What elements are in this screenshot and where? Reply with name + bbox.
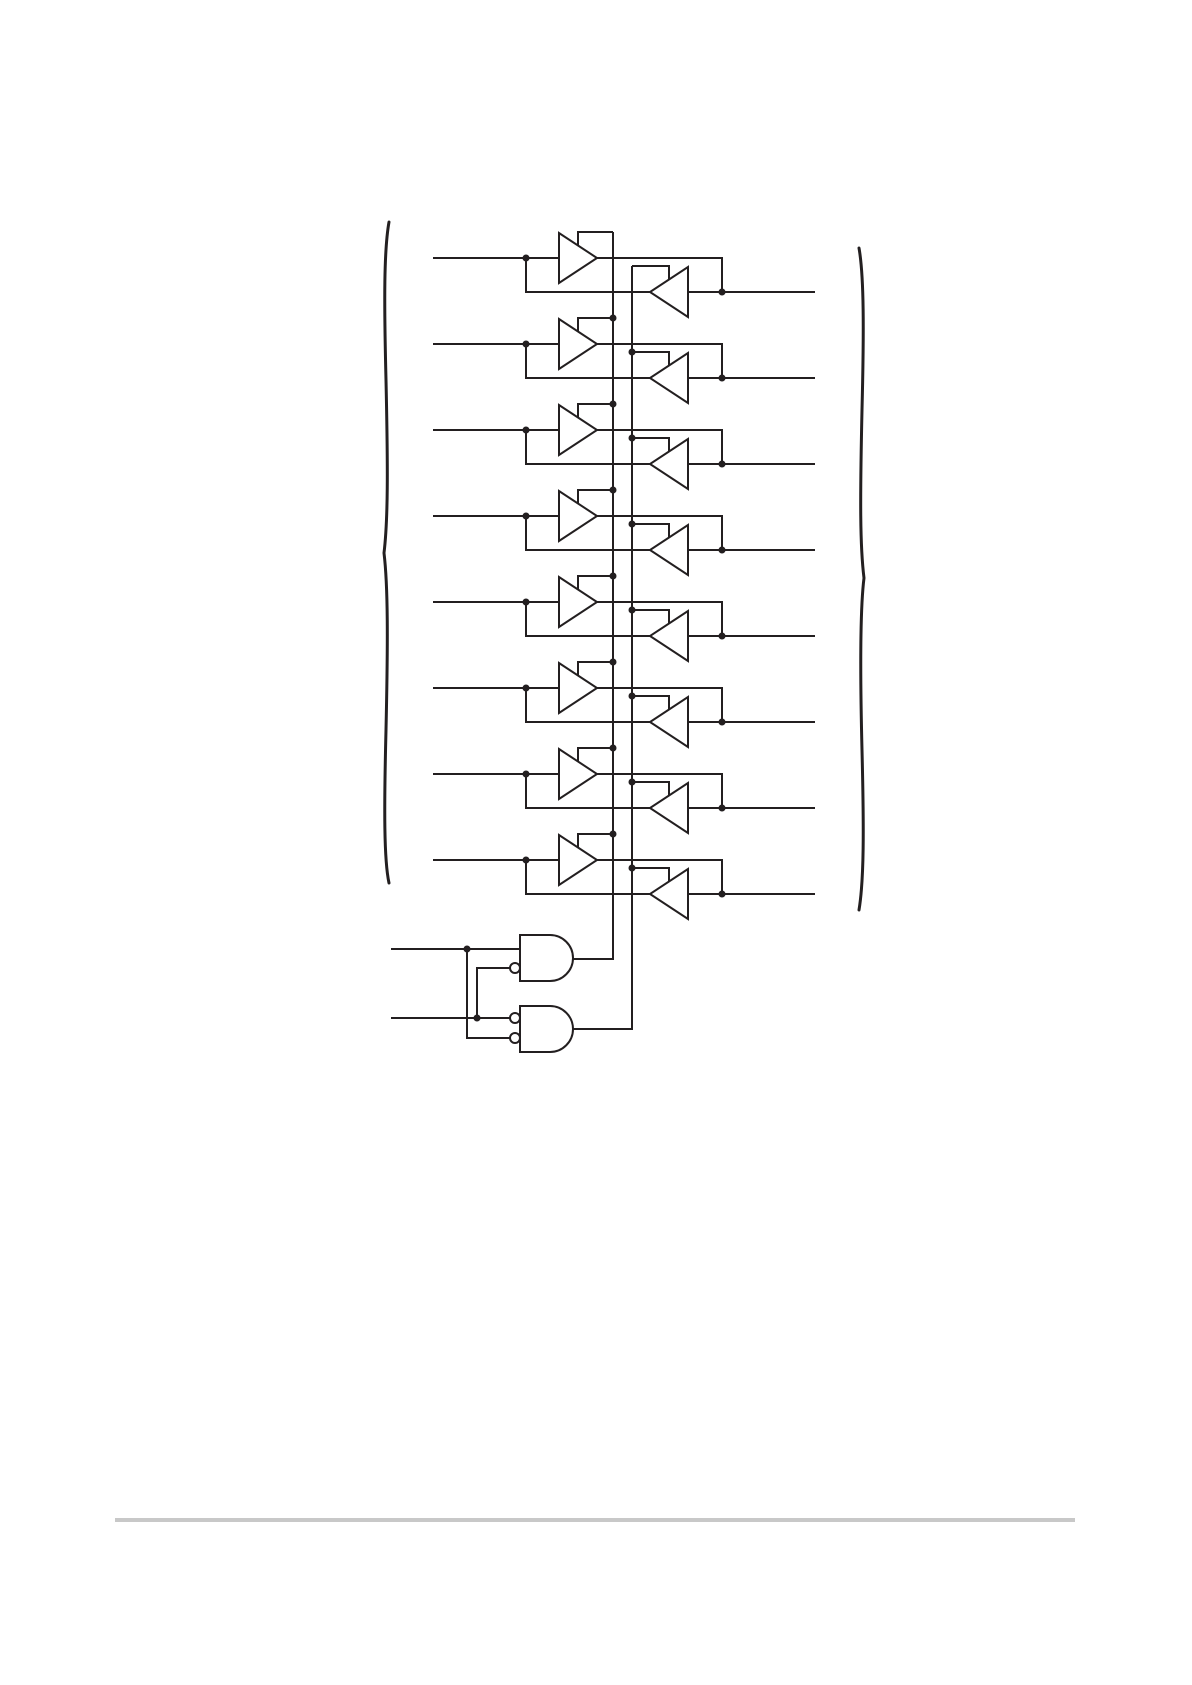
bus-braces: [384, 222, 864, 910]
driver-enable-wire: [578, 232, 613, 245]
buffer-stages: [433, 232, 815, 919]
b-node: [719, 891, 726, 898]
receiver-enable-bus: [573, 266, 632, 1029]
b-node: [719, 719, 726, 726]
control-cross-wire-1: [467, 949, 515, 1038]
transceiver-stage-1: [433, 232, 815, 317]
driver-enable-wire: [578, 662, 613, 675]
transceiver-stage-8: [433, 831, 815, 920]
and-gate-2: [520, 1006, 573, 1052]
b-node: [719, 375, 726, 382]
inverter-bubble: [510, 1033, 520, 1043]
receiver-enable-wire: [632, 782, 669, 795]
transceiver-stage-5: [433, 573, 815, 662]
b-node: [719, 547, 726, 554]
transceiver-stage-2: [433, 315, 815, 404]
transceiver-stage-3: [433, 401, 815, 490]
transceiver-stage-7: [433, 745, 815, 834]
inverter-bubble: [510, 1013, 520, 1023]
b-node: [719, 461, 726, 468]
driver-enable-wire: [578, 318, 613, 331]
and-gate-1: [520, 935, 573, 981]
right-brace: [859, 248, 864, 910]
receiver-enable-wire: [632, 696, 669, 709]
receiver-enable-wire: [632, 524, 669, 537]
receiver-enable-wire: [632, 352, 669, 365]
control-logic: [391, 935, 573, 1052]
transceiver-stage-6: [433, 659, 815, 748]
footer-rule: [115, 1518, 1075, 1522]
driver-enable-wire: [578, 748, 613, 761]
transceiver-stage-4: [433, 487, 815, 576]
b-node: [719, 633, 726, 640]
driver-enable-wire: [578, 404, 613, 417]
receiver-enable-wire: [632, 868, 669, 881]
inverter-bubble: [510, 963, 520, 973]
control-cross-wire-2: [477, 968, 515, 1018]
receiver-enable-wire: [632, 438, 669, 451]
driver-enable-wire: [578, 576, 613, 589]
driver-enable-wire: [578, 490, 613, 503]
left-brace: [384, 222, 389, 883]
b-node: [719, 289, 726, 296]
b-node: [719, 805, 726, 812]
driver-enable-wire: [578, 834, 613, 847]
receiver-enable-wire: [632, 266, 669, 279]
receiver-enable-wire: [632, 610, 669, 623]
